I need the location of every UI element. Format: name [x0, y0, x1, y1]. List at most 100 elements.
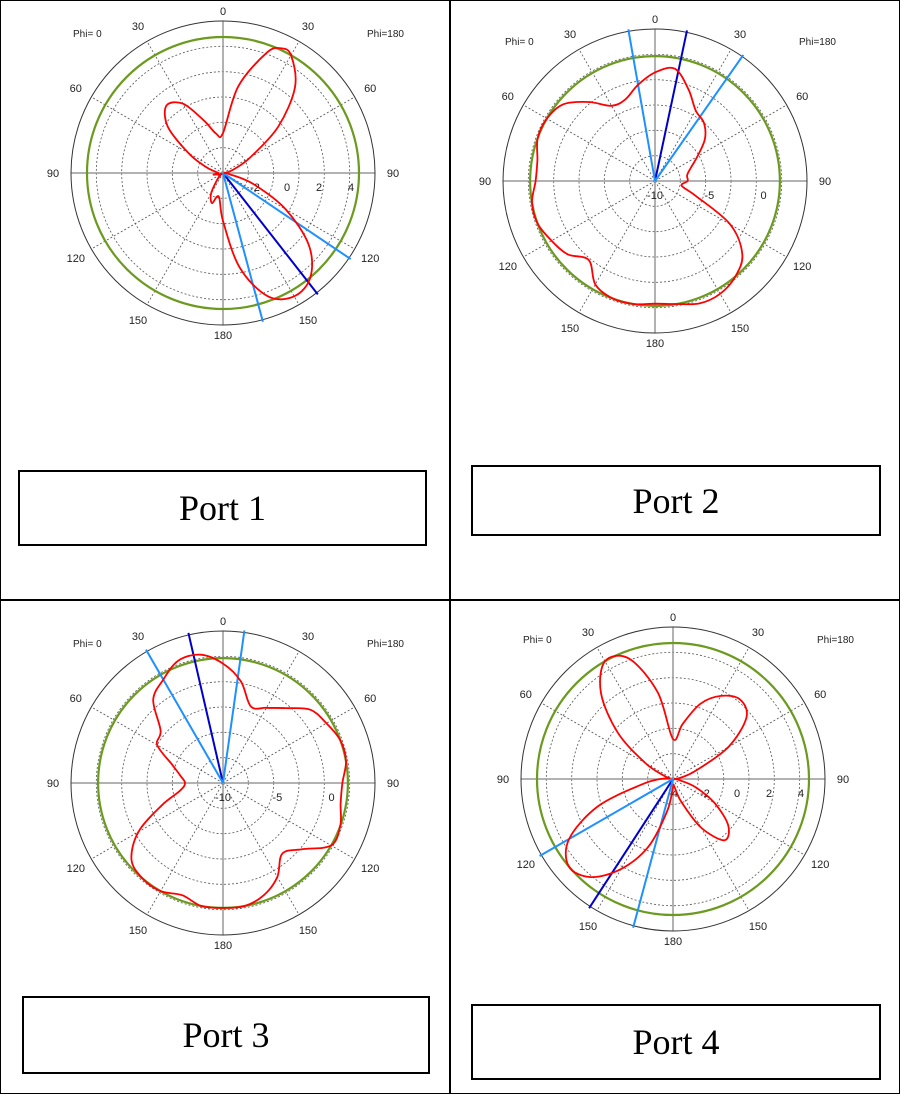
port-label-box: Port 3: [22, 996, 430, 1074]
angle-label: 60: [364, 83, 376, 95]
radial-tick-label: 4: [798, 788, 804, 800]
grid-spoke: [91, 96, 224, 174]
angle-label: 120: [499, 261, 517, 273]
angle-label: 60: [520, 689, 532, 701]
angle-label: 150: [579, 921, 597, 933]
grid-spoke: [578, 49, 656, 182]
angle-label: 60: [364, 693, 376, 705]
angle-label: 30: [752, 627, 764, 639]
angle-label: 120: [517, 859, 535, 871]
angle-label: 30: [132, 21, 144, 33]
angle-label: 0: [652, 14, 658, 26]
phi-right-label: Phi=180: [367, 29, 404, 40]
radial-tick-label: -10: [647, 190, 663, 202]
angle-label: 120: [67, 863, 85, 875]
reference-circle: [85, 35, 361, 311]
marker-line: [222, 172, 319, 296]
angle-label: 150: [129, 315, 147, 327]
angle-label: 30: [302, 631, 314, 643]
grid-spoke: [654, 104, 787, 182]
grid-spoke: [91, 782, 224, 860]
grid-spoke: [672, 702, 805, 780]
radial-tick-label: 0: [329, 792, 335, 804]
port-label-box: Port 1: [18, 470, 427, 546]
grid-spoke: [523, 180, 656, 258]
radial-tick-label: -5: [704, 190, 714, 202]
marker-line: [654, 30, 688, 182]
radial-tick-label: -2: [250, 182, 260, 194]
angle-label: 150: [299, 925, 317, 937]
port-label: Port 3: [182, 1015, 270, 1055]
port-label: Port 1: [178, 488, 266, 528]
phi-left-label: Phi= 0: [505, 37, 534, 48]
angle-label: 180: [664, 936, 682, 948]
port-label-box: Port 2: [471, 465, 881, 536]
grid-spoke: [222, 782, 355, 860]
grid-spoke: [523, 104, 656, 182]
port-label: Port 4: [632, 1022, 720, 1062]
marker-line: [222, 172, 352, 260]
angle-label: 30: [734, 29, 746, 41]
grid-spoke: [541, 702, 674, 780]
grid-spoke: [596, 647, 674, 780]
angle-label: 150: [561, 323, 579, 335]
grid-spoke: [222, 172, 300, 305]
angle-label: 150: [731, 323, 749, 335]
pattern-curve: [531, 66, 744, 306]
grid-spoke: [672, 778, 805, 856]
grid-spoke: [654, 49, 732, 182]
marker-line: [539, 778, 674, 857]
angle-label: 60: [70, 83, 82, 95]
marker-line: [632, 778, 674, 929]
radial-tick-label: 2: [316, 182, 322, 194]
grid-spoke: [222, 651, 300, 784]
angle-label: 120: [811, 859, 829, 871]
angle-label: 30: [132, 631, 144, 643]
phi-left-label: Phi= 0: [73, 639, 102, 650]
angle-label: 0: [670, 612, 676, 624]
angle-label: 60: [796, 91, 808, 103]
radial-tick-label: 2: [766, 788, 772, 800]
angle-label: 90: [387, 168, 399, 180]
marker-line: [588, 778, 674, 909]
port-label: Port 2: [632, 480, 720, 521]
angle-label: 90: [47, 168, 59, 180]
marker-line: [145, 649, 224, 784]
reference-circle: [535, 641, 811, 917]
angle-label: 90: [837, 774, 849, 786]
marker-line: [222, 172, 264, 323]
phi-right-label: Phi=180: [799, 37, 836, 48]
angle-label: 90: [497, 774, 509, 786]
grid-spoke: [222, 41, 300, 174]
angle-label: 60: [70, 693, 82, 705]
grid-spoke: [146, 782, 224, 915]
angle-label: 180: [214, 940, 232, 952]
marker-line: [222, 630, 246, 784]
radial-tick-label: 4: [348, 182, 354, 194]
radial-tick-label: -5: [272, 792, 282, 804]
grid-spoke: [222, 706, 355, 784]
radial-tick-label: 0: [734, 788, 740, 800]
radial-tick-label: -4: [668, 788, 678, 800]
angle-label: 180: [214, 330, 232, 342]
reference-circle: [528, 54, 782, 308]
radial-tick-label: -10: [215, 792, 231, 804]
marker-line: [654, 54, 745, 182]
angle-label: 90: [387, 778, 399, 790]
marker-line: [187, 632, 224, 784]
outer-ring: [520, 626, 826, 932]
angle-label: 180: [646, 338, 664, 350]
grid-spoke: [654, 180, 787, 258]
phi-right-label: Phi=180: [817, 635, 854, 646]
phi-right-label: Phi=180: [367, 639, 404, 650]
grid-spoke: [222, 172, 355, 250]
outer-ring: [70, 630, 376, 936]
angle-label: 120: [67, 253, 85, 265]
